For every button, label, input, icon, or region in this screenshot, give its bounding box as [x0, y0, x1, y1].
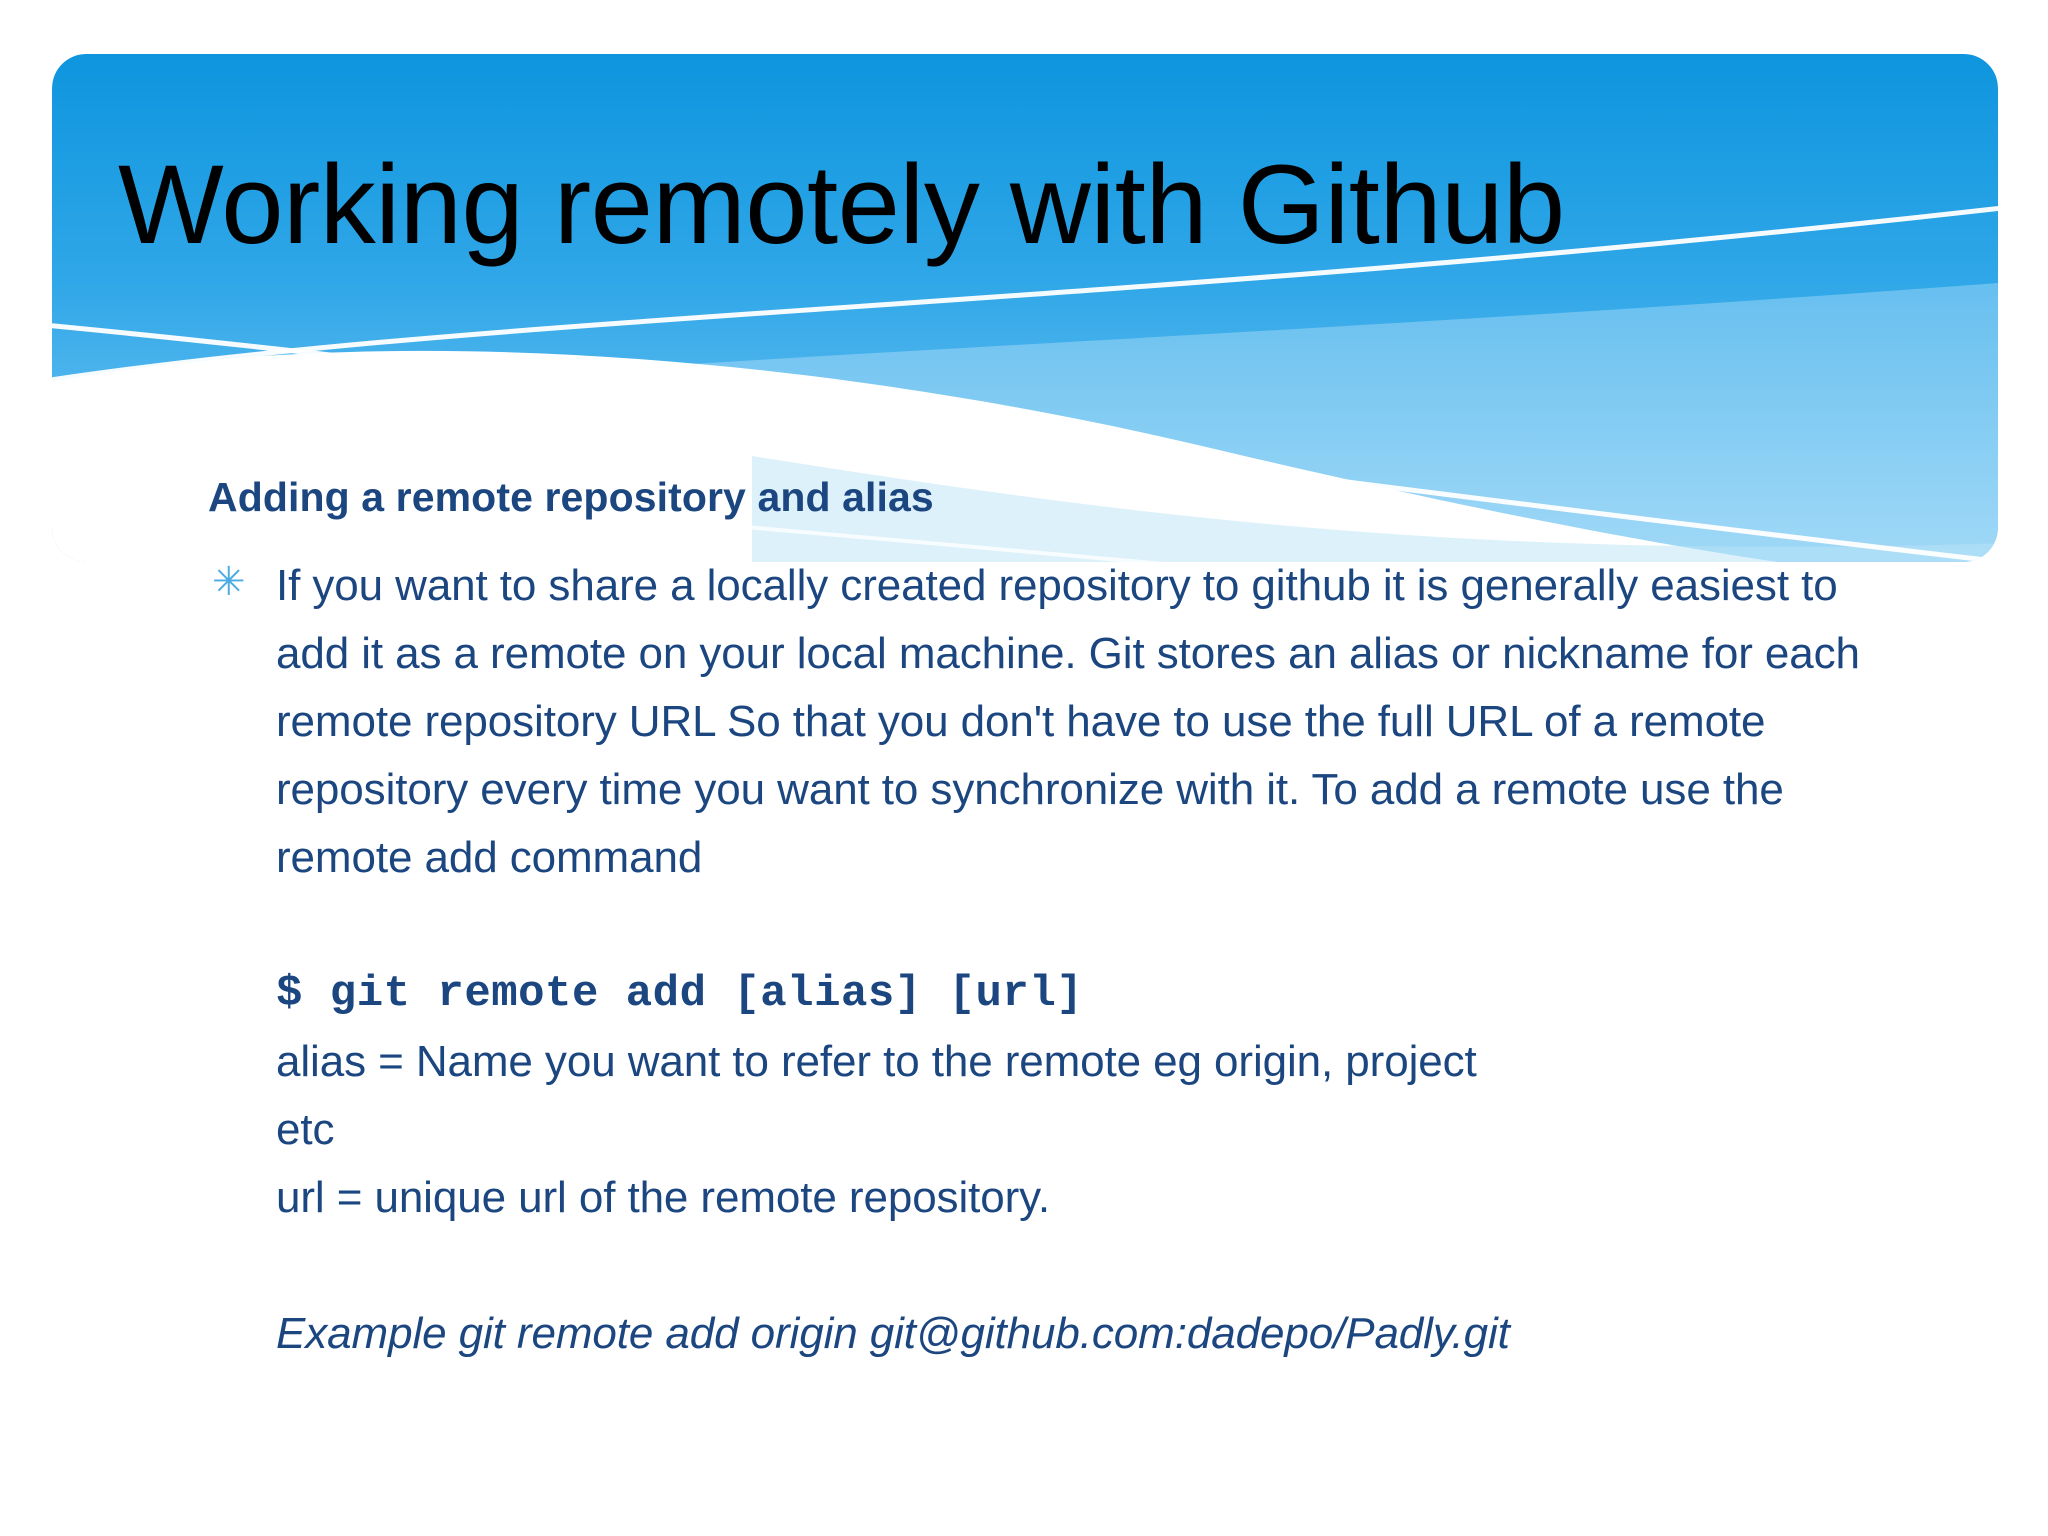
asterisk-bullet-icon: ✳: [212, 560, 246, 604]
definition-spacer: [276, 1232, 1888, 1300]
body-heading: Adding a remote repository and alias: [208, 474, 934, 520]
example-line: Example git remote add origin git@github…: [276, 1309, 1510, 1358]
page-title: Working remotely with Github: [118, 142, 1565, 267]
definition-etc: etc: [276, 1105, 335, 1154]
definition-alias: alias = Name you want to refer to the re…: [276, 1037, 1477, 1086]
list-item: ✳ If you want to share a locally created…: [208, 552, 1888, 1368]
bullet-list: ✳ If you want to share a locally created…: [208, 552, 1888, 1368]
bullet-paragraph: If you want to share a locally created r…: [276, 561, 1860, 882]
paragraph-spacer: [276, 892, 1888, 960]
command-line: $ git remote add [alias] [url]: [276, 969, 1084, 1019]
header-banner: [52, 54, 1998, 562]
definition-url: url = unique url of the remote repositor…: [276, 1173, 1050, 1222]
header-wave-graphic: [52, 54, 1998, 562]
